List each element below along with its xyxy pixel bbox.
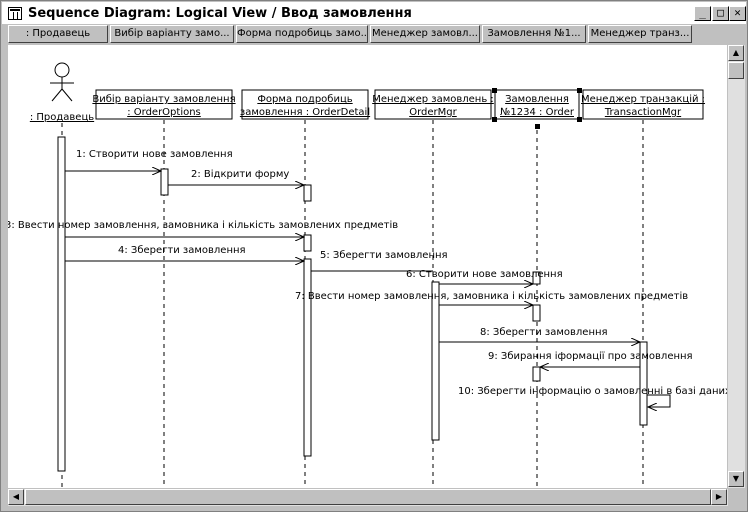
message-label: 4: Зберегти замовлення — [118, 245, 246, 256]
horizontal-scrollbar[interactable]: ◀ ▶ — [8, 489, 728, 506]
window-title: Sequence Diagram: Logical View / Ввод за… — [28, 6, 412, 21]
tab-transaction-mgr[interactable]: Менеджер транз... — [588, 25, 692, 43]
message-label: 10: Зберегти інформацію о замовленні в б… — [458, 385, 727, 397]
tab-order[interactable]: Замовлення №1... — [482, 25, 586, 43]
message-label: 3: Ввести номер замовлення, замовника і … — [8, 219, 398, 231]
self-message-arrow[interactable] — [647, 394, 671, 407]
selection-handle[interactable] — [577, 117, 582, 122]
title-bar: Sequence Diagram: Logical View / Ввод за… — [2, 2, 746, 24]
activation-bar — [303, 258, 312, 457]
horizontal-scroll-thumb[interactable] — [25, 489, 711, 505]
actor-label: : Продавець — [30, 112, 94, 123]
activation-bar — [303, 234, 312, 252]
object-label: : OrderOptions — [127, 107, 201, 118]
message-label: 7: Ввести номер замовлення, замовника і … — [295, 290, 688, 302]
selection-handle[interactable] — [492, 88, 497, 93]
object-order-options[interactable]: Вибір варіанту замовлення : OrderOptions — [92, 89, 236, 120]
scroll-down-button[interactable]: ▼ — [728, 471, 744, 487]
activations — [57, 136, 648, 472]
selection-handle[interactable] — [492, 117, 497, 122]
tab-prodavets[interactable]: : Продавець — [8, 25, 108, 43]
sequence-diagram: : Продавець Вибір варіанту замовлення : … — [8, 62, 727, 488]
message-label: 9: Збирання іформації про замовлення — [488, 350, 693, 362]
activation-bar — [303, 184, 312, 202]
message-arrows — [65, 171, 671, 407]
scroll-up-button[interactable]: ▲ — [728, 45, 744, 61]
message-label: 1: Створити нове замовлення — [76, 149, 233, 160]
message-label: 2: Відкрити форму — [191, 168, 289, 180]
object-label: Замовлення — [505, 94, 569, 105]
scroll-right-button[interactable]: ▶ — [711, 489, 727, 505]
object-order[interactable]: Замовлення №1234 : Order — [492, 88, 582, 129]
activation-bar — [532, 271, 541, 285]
scroll-corner — [728, 489, 745, 506]
vertical-scrollbar[interactable]: ▲ ▼ — [728, 45, 745, 488]
activation-bar — [57, 136, 66, 472]
close-button[interactable]: ✕ — [729, 6, 746, 21]
object-label: TransactionMgr — [604, 107, 682, 118]
minimize-button[interactable]: _ — [694, 6, 711, 21]
object-label: №1234 : Order — [500, 107, 575, 118]
object-order-detail[interactable]: Форма подробиць замовлення : OrderDetail — [240, 89, 370, 120]
activation-bar — [532, 304, 541, 322]
object-label: Форма подробиць — [257, 94, 352, 105]
tab-order-mgr[interactable]: Менеджер замовл... — [370, 25, 480, 43]
object-label: OrderMgr — [409, 107, 457, 118]
object-label: Менеджер транзакцій : — [581, 93, 705, 105]
message-label: 6: Створити нове замовлення — [406, 269, 563, 280]
diagram-canvas[interactable]: : Продавець Вибір варіанту замовлення : … — [8, 45, 727, 488]
tab-order-options[interactable]: Вибір варіанту замо... — [110, 25, 234, 43]
tab-order-detail[interactable]: Форма подробиць замо... — [236, 25, 368, 43]
actor-prodavets[interactable] — [50, 62, 74, 102]
maximize-button[interactable]: □ — [712, 6, 729, 21]
selection-handle[interactable] — [535, 124, 540, 129]
object-label: Менеджер замовлень : — [372, 94, 494, 105]
object-label: Вибір варіанту замовлення — [92, 93, 235, 105]
scroll-left-button[interactable]: ◀ — [8, 489, 24, 505]
object-transaction-mgr[interactable]: Менеджер транзакцій : TransactionMgr — [581, 89, 705, 120]
object-label: замовлення : OrderDetail — [240, 107, 370, 118]
message-label: 5: Зберегти замовлення — [320, 250, 448, 261]
activation-bar — [431, 281, 440, 441]
activation-bar — [639, 341, 648, 426]
activation-bar — [160, 168, 169, 196]
selection-handle[interactable] — [577, 88, 582, 93]
activation-bar — [532, 366, 541, 382]
object-order-mgr[interactable]: Менеджер замовлень : OrderMgr — [372, 89, 494, 120]
sequence-diagram-icon — [8, 7, 22, 20]
message-label: 8: Зберегти замовлення — [480, 327, 608, 338]
lifelines — [61, 120, 644, 488]
vertical-scroll-thumb[interactable] — [728, 62, 744, 79]
object-header-bar: : Продавець Вибір варіанту замо... Форма… — [2, 24, 746, 44]
message-labels: 1: Створити нове замовлення 2: Відкрити … — [8, 149, 727, 397]
